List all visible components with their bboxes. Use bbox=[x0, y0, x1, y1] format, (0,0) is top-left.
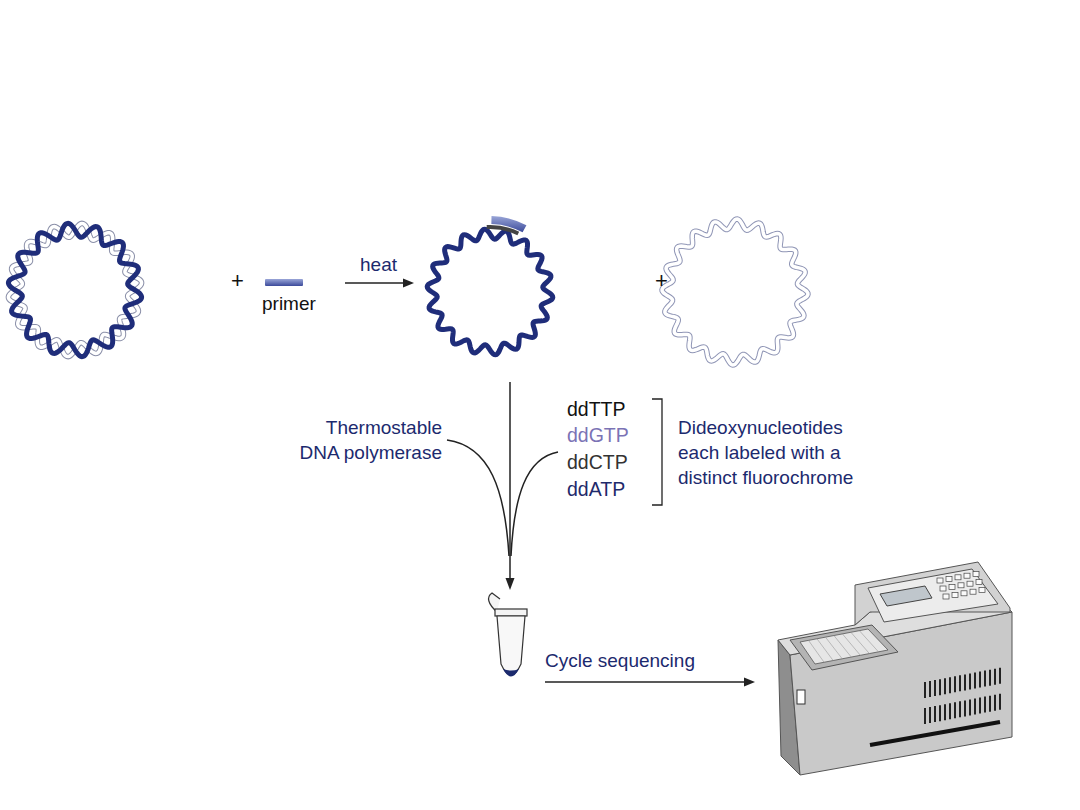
vent-slot bbox=[964, 700, 966, 716]
vent-slot bbox=[974, 673, 976, 689]
vent-slot bbox=[984, 671, 986, 687]
vent-slot bbox=[934, 680, 936, 696]
tray-well-row bbox=[851, 632, 870, 653]
tray-well-row bbox=[809, 640, 825, 662]
complementary-single-strand bbox=[662, 219, 808, 365]
strand-light bbox=[8, 223, 141, 356]
sequencing-machine bbox=[778, 562, 1012, 775]
keypad-key bbox=[958, 583, 964, 588]
keypad-key bbox=[937, 578, 943, 583]
vent-slot bbox=[949, 703, 951, 719]
vent-slot bbox=[944, 678, 946, 694]
vent-slot bbox=[929, 681, 931, 697]
keypad-key bbox=[967, 581, 973, 586]
keypad-key bbox=[961, 591, 967, 596]
keypad-key bbox=[964, 573, 970, 578]
vent-slot bbox=[989, 670, 991, 686]
vent-slot bbox=[964, 674, 966, 690]
vent-slot bbox=[954, 702, 956, 718]
reaction-arrow bbox=[447, 382, 558, 590]
tray-well-row bbox=[834, 636, 851, 658]
vent-slot bbox=[974, 699, 976, 715]
vent-slot bbox=[959, 701, 961, 717]
label-text: Dideoxynucleotides each labeled with a d… bbox=[678, 415, 876, 490]
keypad-key bbox=[955, 575, 961, 580]
strand-light bbox=[662, 219, 808, 365]
single-strand-with-primer bbox=[427, 216, 553, 355]
tray-well-row bbox=[826, 637, 843, 659]
keypad-key bbox=[943, 594, 949, 599]
plus-sign: + bbox=[231, 268, 244, 293]
vent-slot bbox=[929, 707, 931, 723]
vent-slot bbox=[979, 672, 981, 688]
microcentrifuge-tube bbox=[489, 593, 527, 677]
strand-dark bbox=[8, 223, 141, 356]
vent-slot bbox=[989, 696, 991, 712]
annealed-primer bbox=[491, 216, 526, 232]
vent-slot bbox=[999, 694, 1001, 710]
primer-bar bbox=[265, 279, 303, 286]
vent-slot bbox=[959, 675, 961, 691]
keypad-key bbox=[970, 589, 976, 594]
reagent-name: ddATP bbox=[567, 477, 625, 502]
vent-slot bbox=[969, 673, 971, 689]
label-text: Thermostable DNA polymerase bbox=[288, 415, 442, 465]
keypad-key bbox=[946, 576, 952, 581]
cycle-arrow bbox=[545, 678, 755, 687]
vent-slot bbox=[954, 676, 956, 692]
reagent-name: ddCTP bbox=[567, 450, 628, 475]
vent-slot bbox=[924, 708, 926, 724]
keypad-key bbox=[952, 592, 958, 597]
keypad-key bbox=[949, 584, 955, 589]
keypad-key bbox=[976, 580, 982, 585]
tray-well-row bbox=[817, 639, 833, 661]
vent-slot bbox=[969, 699, 971, 715]
vent-slot bbox=[999, 668, 1001, 684]
keypad-key bbox=[940, 586, 946, 591]
plasmid-double-strand bbox=[8, 223, 141, 356]
plus-sign: + bbox=[655, 268, 668, 293]
keypad-key bbox=[973, 572, 979, 577]
vent-slot bbox=[949, 677, 951, 693]
vent-slot bbox=[994, 695, 996, 711]
vent-slot bbox=[939, 679, 941, 695]
heat-arrow bbox=[345, 279, 414, 288]
vent-slot bbox=[924, 682, 926, 698]
bracket bbox=[652, 399, 662, 505]
vent-slot bbox=[994, 669, 996, 685]
label-text: primer bbox=[262, 291, 316, 316]
strand-outline bbox=[8, 223, 141, 356]
template-strand bbox=[427, 229, 553, 355]
label-text: heat bbox=[360, 252, 397, 277]
tray-well-row bbox=[843, 634, 861, 656]
vent-slot bbox=[979, 698, 981, 714]
reagent-name: ddGTP bbox=[567, 423, 629, 448]
tray-well-row bbox=[860, 631, 879, 652]
reagent-name: ddTTP bbox=[567, 397, 626, 422]
strand-outline bbox=[662, 219, 808, 365]
vent-slot bbox=[939, 705, 941, 721]
vent-slot bbox=[934, 706, 936, 722]
keypad-key bbox=[979, 588, 985, 593]
vent-slot bbox=[944, 704, 946, 720]
label-text: Cycle sequencing bbox=[545, 648, 695, 673]
vent-slot bbox=[984, 697, 986, 713]
